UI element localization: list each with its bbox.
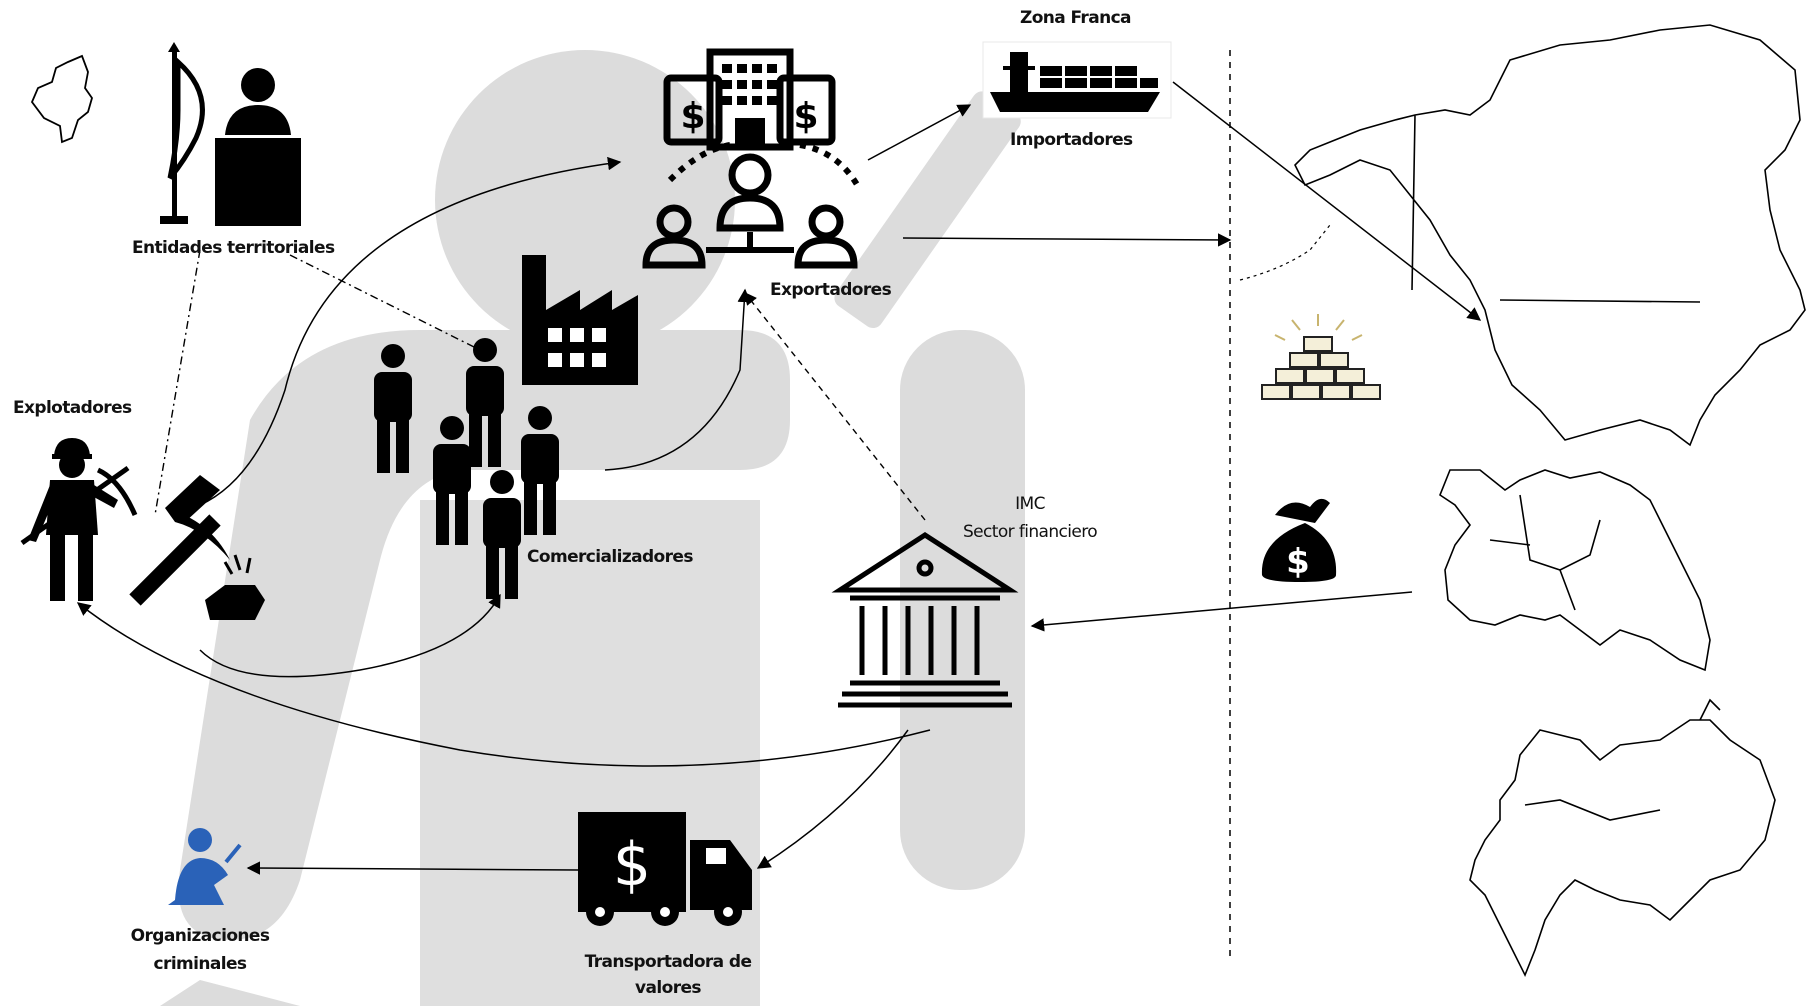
exporters-network-icon: $ $ xyxy=(642,48,863,269)
label-entidades: Entidades territoriales xyxy=(132,238,335,258)
svg-text:$: $ xyxy=(793,96,818,137)
svg-text:$: $ xyxy=(613,830,651,900)
label-explotadores: Explotadores xyxy=(13,398,132,418)
bank-icon xyxy=(831,532,1019,708)
money-bag-icon: $ xyxy=(1261,498,1337,582)
label-imc: IMC xyxy=(1015,494,1045,514)
gold-bars-icon xyxy=(1261,314,1381,400)
label-importadores: Importadores xyxy=(1010,130,1133,150)
label-transportadora: Transportadora de xyxy=(584,952,752,972)
flow-arrows xyxy=(76,81,1482,875)
europe-map-icon xyxy=(1439,469,1711,672)
north-america-map-icon xyxy=(1294,24,1806,447)
north-america-islands xyxy=(1239,224,1331,281)
miner-icon xyxy=(20,438,138,601)
factory-windows xyxy=(548,328,606,367)
factory-icon xyxy=(522,255,638,385)
label-exportadores: Exportadores xyxy=(770,280,892,300)
svg-text:$: $ xyxy=(680,96,705,137)
china-india-map-icon xyxy=(1469,698,1776,977)
label-criminales: criminales xyxy=(153,954,247,974)
cargo-ship-icon xyxy=(982,41,1172,119)
label-zona-franca: Zona Franca xyxy=(1020,8,1132,28)
imc-to-exporters-line xyxy=(744,292,926,521)
label-organizaciones: Organizaciones xyxy=(130,926,270,946)
label-comercializadores: Comercializadores xyxy=(527,547,693,567)
label-valores: valores xyxy=(635,978,702,998)
group-of-people-icon xyxy=(374,338,559,599)
pickaxe-gold-icon xyxy=(129,475,265,620)
relation-lines xyxy=(154,249,491,516)
colombia-map-icon xyxy=(30,54,93,144)
government-official-icon xyxy=(160,42,301,226)
svg-text:$: $ xyxy=(1286,542,1310,582)
criminal-icon xyxy=(168,828,242,905)
label-sector-financiero: Sector financiero xyxy=(962,522,1098,542)
money-truck-icon: $ xyxy=(578,812,752,926)
